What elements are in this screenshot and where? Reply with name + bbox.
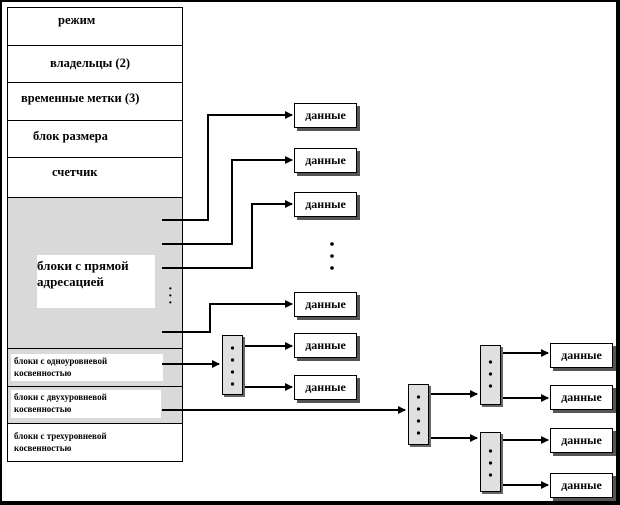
- second-level-2-ellipsis: [488, 449, 493, 477]
- data-block-9: данные: [550, 428, 613, 453]
- arrow-direct-1: [162, 111, 293, 221]
- data-block-4: данные: [294, 292, 357, 317]
- arrow-direct-2: [162, 156, 293, 245]
- single-indirect-label: блоки с одноуровневой косвенностью: [11, 354, 163, 381]
- single-indirect-ellipsis: [230, 346, 235, 386]
- inode-row-owners: владельцы (2): [8, 46, 182, 83]
- data-block-6: данные: [294, 375, 357, 400]
- second-level-1-ellipsis: [488, 360, 493, 388]
- data-block-3: данные: [294, 192, 357, 217]
- triple-indirect-label: блоки с трехуровневой косвенностью: [11, 429, 161, 457]
- data-block-8: данные: [550, 385, 613, 410]
- inode-row-timestamps: временные метки (3): [8, 83, 182, 121]
- size-block-label: блок размера: [33, 129, 108, 143]
- inode-row-mode: режим: [8, 8, 182, 46]
- double-indirect-label: блоки с двухуровневой косвенностью: [11, 390, 161, 418]
- inode-row-counter: счетчик: [8, 158, 182, 198]
- inode-row-single-indirect: блоки с одноуровневой косвенностью: [8, 349, 182, 387]
- timestamps-label: временные метки (3): [21, 91, 140, 105]
- data-block-5: данные: [294, 333, 357, 358]
- single-indirect-block: [222, 335, 243, 395]
- direct-blocks-ellipsis: ···: [168, 282, 173, 311]
- inode-row-double-indirect: блоки с двухуровневой косвенностью: [8, 387, 182, 424]
- data-ellipsis: [330, 242, 334, 270]
- second-level-indirect-block-2: [480, 432, 501, 492]
- double-indirect-block: [408, 384, 429, 445]
- mode-label: режим: [58, 13, 96, 27]
- arrow-direct-4: [162, 300, 293, 333]
- second-level-indirect-block-1: [480, 345, 501, 405]
- data-block-1: данные: [294, 103, 357, 128]
- double-indirect-ellipsis: [416, 395, 421, 435]
- inode-row-direct-blocks: блоки с прямой адресацией ···: [8, 198, 182, 349]
- owners-label: владельцы (2): [50, 56, 131, 70]
- counter-label: счетчик: [52, 165, 98, 179]
- data-block-7: данные: [550, 343, 613, 368]
- arrow-direct-3: [162, 200, 293, 269]
- inode-row-size-block: блок размера: [8, 121, 182, 158]
- inode-row-triple-indirect: блоки с трехуровневой косвенностью: [8, 424, 182, 461]
- data-block-10: данные: [550, 473, 613, 498]
- inode-table: режим владельцы (2) временные метки (3) …: [7, 7, 183, 462]
- data-block-2: данные: [294, 148, 357, 173]
- direct-blocks-label: блоки с прямой адресацией: [37, 255, 155, 308]
